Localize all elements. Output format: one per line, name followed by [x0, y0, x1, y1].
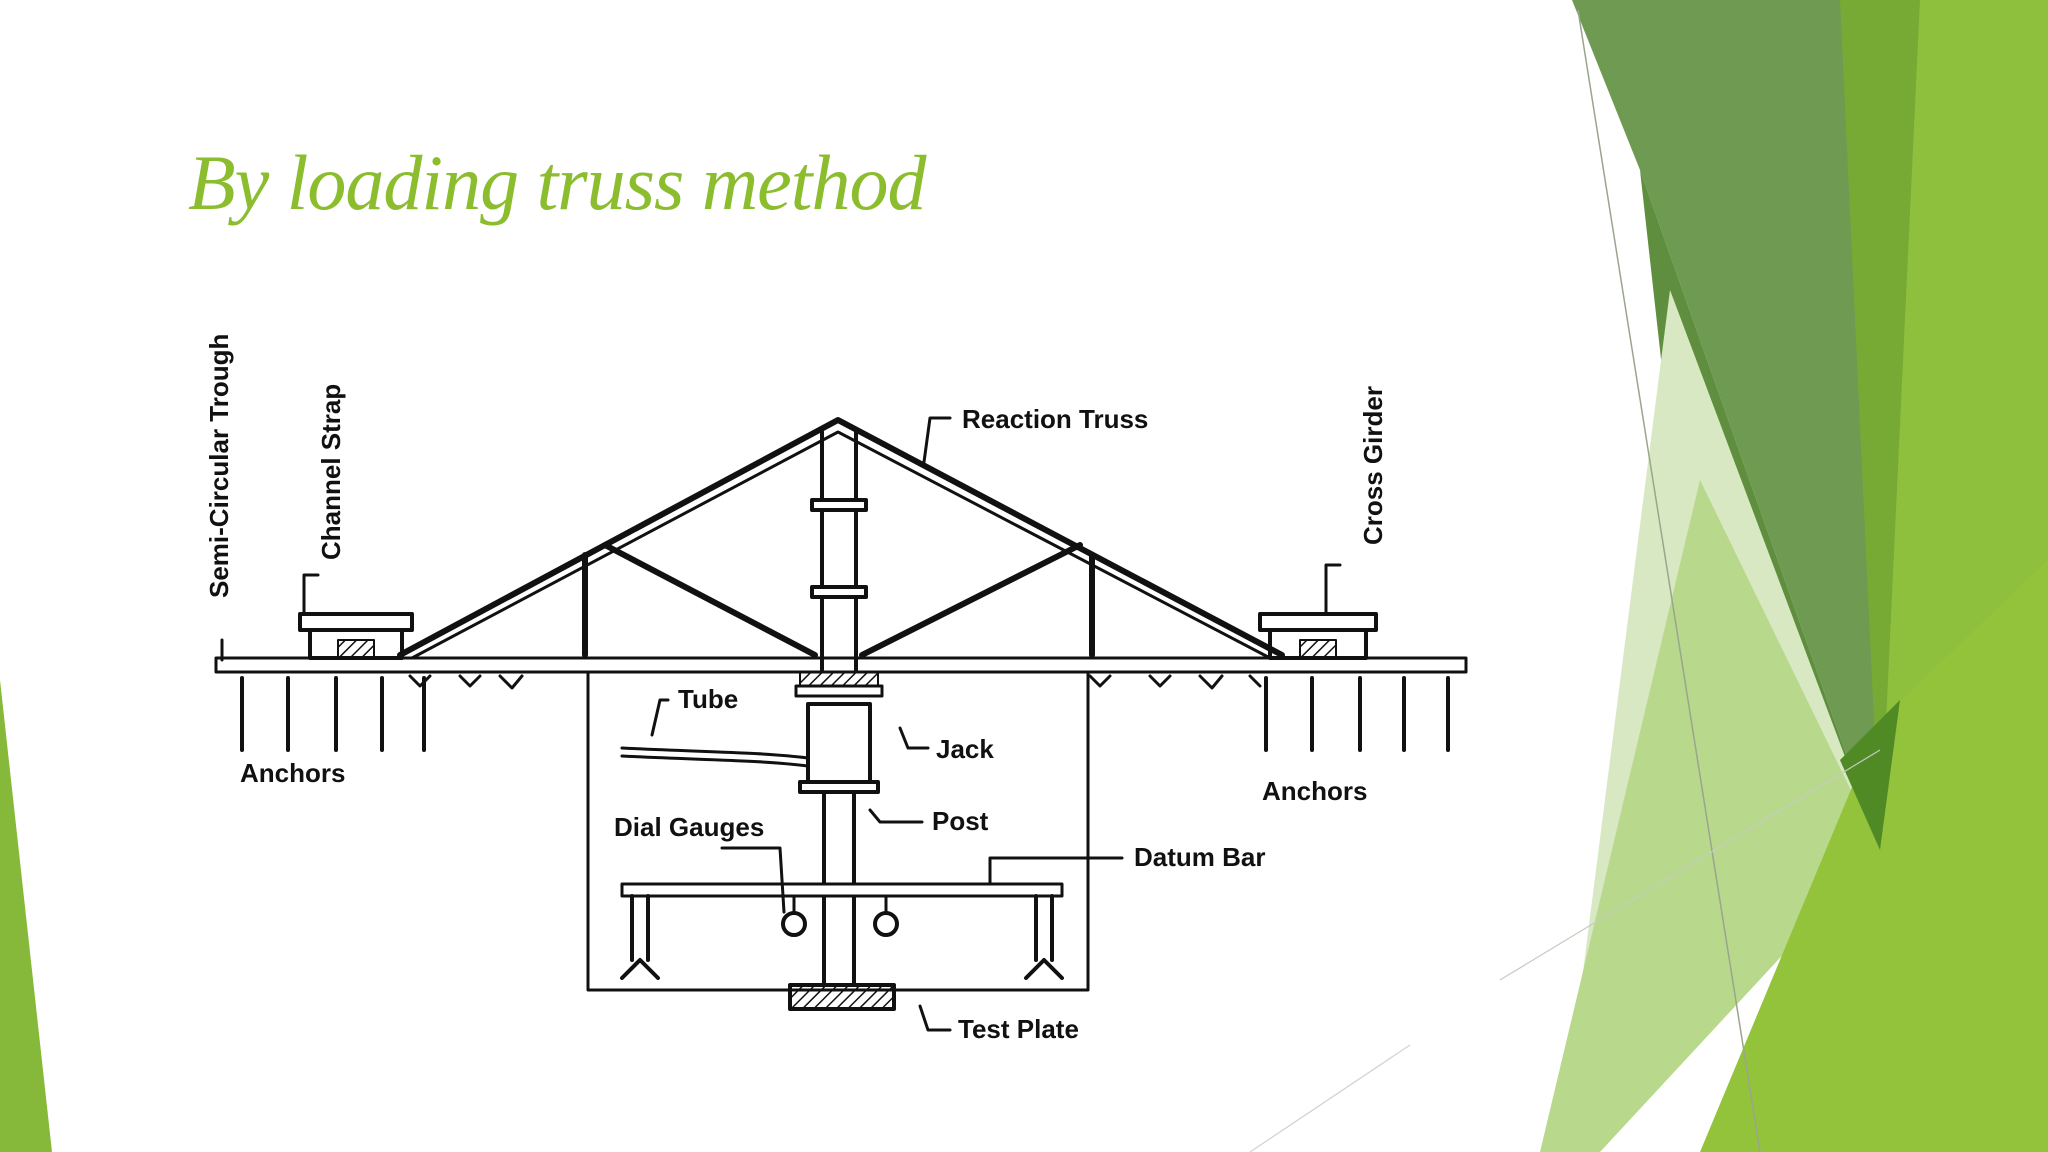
- jack-body: [806, 702, 872, 784]
- left-anchors: [240, 676, 426, 752]
- test-plate: [788, 983, 896, 1011]
- label-reaction-truss: Reaction Truss: [962, 404, 1148, 434]
- leader-reaction-truss: [922, 416, 952, 464]
- truss-top-chord-inner: [410, 430, 1272, 660]
- leader-datum-bar: [988, 856, 1124, 886]
- jack-base: [798, 780, 880, 794]
- right-facet-gray-green: [1572, 0, 1880, 850]
- thin-line-2: [1499, 749, 1881, 981]
- label-tube: Tube: [678, 684, 738, 714]
- label-dial-gauges: Dial Gauges: [614, 812, 764, 842]
- slide-title: By loading truss method: [188, 139, 926, 226]
- ground-beam: [214, 656, 1468, 674]
- truss-diagonal-right: [859, 542, 1083, 658]
- label-channel-strap: Channel Strap: [316, 384, 346, 560]
- label-anchors-left: Anchors: [240, 758, 345, 788]
- post-clamp-top: [810, 498, 868, 512]
- post-clamp-bottom: [810, 585, 868, 599]
- label-semi-circular-trough-text: Semi-Circular Trough: [204, 334, 234, 598]
- leader-jack: [898, 726, 930, 750]
- leader-post: [868, 808, 924, 824]
- label-anchors-right: Anchors: [1262, 776, 1367, 806]
- right-facet-bright: [1700, 560, 2048, 1152]
- label-semi-circular-trough: Semi-Circular Trough: [204, 334, 234, 598]
- channel-strap-left: [298, 612, 414, 632]
- label-cross-girder-group: Cross Girder: [1358, 386, 1388, 545]
- leader-tube: [650, 698, 670, 737]
- dial-gauge-left: [781, 911, 807, 937]
- label-datum-bar: Datum Bar: [1134, 842, 1265, 872]
- leader-dial-gauges: [720, 846, 786, 914]
- truss-diagonal-left: [602, 542, 818, 658]
- label-test-plate: Test Plate: [958, 1014, 1079, 1044]
- ground-soil-left: [408, 674, 1262, 690]
- leader-channel-strap: [302, 573, 320, 614]
- label-semi-circular-trough-group: Semi-Circular Trough: [204, 334, 234, 598]
- label-jack: Jack: [936, 734, 994, 764]
- datum-support-left: [620, 894, 660, 980]
- label-post: Post: [932, 806, 989, 836]
- channel-strap-left-hatch: [337, 639, 375, 659]
- datum-bar: [620, 882, 1064, 898]
- bearing-plate-hatch: [799, 671, 879, 687]
- cross-girder-box: [1258, 612, 1378, 632]
- cross-girder-hatch: [1299, 639, 1337, 659]
- dial-gauge-right: [873, 911, 899, 937]
- datum-support-right: [1024, 894, 1064, 980]
- thin-line-1: [1577, 9, 1761, 1152]
- left-green-facet: [0, 680, 52, 1152]
- tube: [620, 746, 810, 768]
- right-anchors: [1264, 676, 1450, 752]
- right-facet-light-green: [1540, 480, 1880, 1152]
- right-facet-deep: [1840, 700, 1900, 850]
- thin-line-3: [1249, 1044, 1411, 1152]
- truss-top-chord: [397, 417, 1285, 658]
- leader-cross-girder: [1324, 563, 1342, 614]
- leader-test-plate: [918, 1004, 952, 1032]
- label-channel-strap-group: Channel Strap: [316, 384, 346, 560]
- label-cross-girder: Cross Girder: [1358, 386, 1388, 545]
- bearing-plate: [794, 684, 884, 698]
